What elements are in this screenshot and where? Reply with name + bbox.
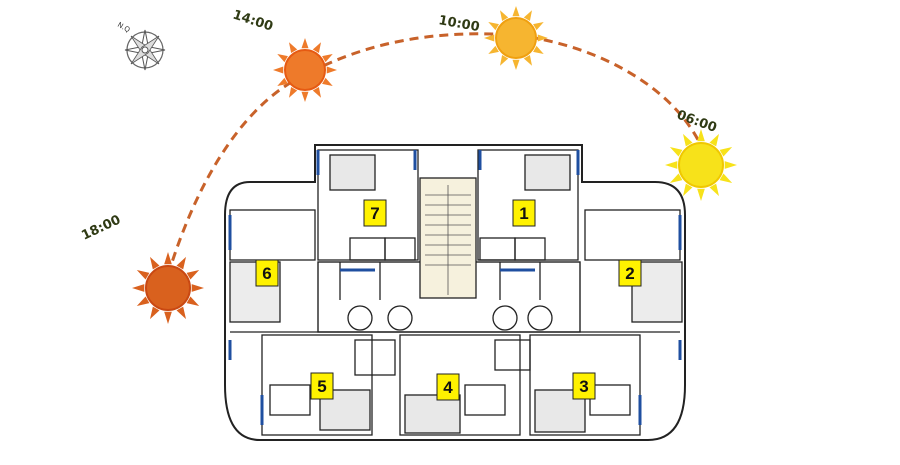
unit-label-7: 7 xyxy=(363,199,387,227)
sun-disc xyxy=(495,17,537,59)
sun-ray xyxy=(669,147,683,157)
sun-ray xyxy=(176,306,186,320)
time-label-10-00: 10:00 xyxy=(437,13,480,35)
sun-ray xyxy=(512,6,520,17)
sun-ray xyxy=(289,87,298,98)
sun-ray xyxy=(719,173,733,183)
sun-ray xyxy=(186,296,200,306)
sun-ray xyxy=(326,66,337,74)
sun-ray xyxy=(724,161,737,169)
sun-ray xyxy=(136,270,150,280)
sun-ray xyxy=(273,66,284,74)
unit-label-2: 2 xyxy=(618,259,642,287)
sun-ray xyxy=(709,133,719,147)
compass-label: N.Q xyxy=(116,21,132,35)
sun-ray xyxy=(312,87,321,98)
sun-ray xyxy=(322,54,333,63)
svg-text:7: 7 xyxy=(370,204,379,223)
svg-text:6: 6 xyxy=(262,264,271,283)
sun-ray xyxy=(322,77,333,86)
sun-ray xyxy=(697,129,705,142)
sun-ray xyxy=(277,54,288,63)
sun-ray xyxy=(132,284,145,292)
sun-ray xyxy=(136,296,150,306)
sun-ray xyxy=(500,55,509,66)
sun-ray xyxy=(186,270,200,280)
svg-text:2: 2 xyxy=(625,264,634,283)
svg-text:5: 5 xyxy=(317,377,326,396)
sun-ray xyxy=(301,38,309,49)
sun-ray xyxy=(488,45,499,54)
sun-ray xyxy=(191,284,204,292)
sun-ray xyxy=(301,91,309,102)
sun-ray xyxy=(665,161,678,169)
unit-label-5: 5 xyxy=(310,372,334,400)
time-label-06-00: 06:00 xyxy=(675,108,719,136)
compass-rose-icon: N.Q xyxy=(116,21,166,71)
sun-ray xyxy=(669,173,683,183)
svg-text:1: 1 xyxy=(519,204,528,223)
unit-labels: 1 2 3 4 5 6 7 xyxy=(255,199,642,401)
sun-ray xyxy=(277,77,288,86)
sun-ray xyxy=(683,183,693,197)
sun-ray xyxy=(176,256,186,270)
sun-ray xyxy=(719,147,733,157)
sun-ray xyxy=(537,34,548,42)
svg-text:3: 3 xyxy=(579,377,588,396)
unit-label-3: 3 xyxy=(572,372,596,400)
sun-disc xyxy=(678,142,724,188)
sun-ray xyxy=(523,55,532,66)
svg-text:4: 4 xyxy=(443,378,453,397)
time-label-14-00: 14:00 xyxy=(231,8,275,35)
sun-ray xyxy=(523,10,532,21)
sun-ray xyxy=(512,59,520,70)
sun-06-00-icon xyxy=(665,129,737,201)
sun-ray xyxy=(683,133,693,147)
sun-ray xyxy=(484,34,495,42)
sun-ray xyxy=(150,306,160,320)
sun-10-00-icon xyxy=(484,6,548,70)
sun-ray xyxy=(312,42,321,53)
sun-ray xyxy=(289,42,298,53)
sun-disc xyxy=(284,49,326,91)
sun-ray xyxy=(164,311,172,324)
sun-ray xyxy=(533,45,544,54)
sun-18-00-icon xyxy=(132,252,204,324)
sun-disc xyxy=(145,265,191,311)
sun-ray xyxy=(709,183,719,197)
sun-ray xyxy=(488,22,499,31)
unit-label-4: 4 xyxy=(436,373,460,401)
sun-ray xyxy=(533,22,544,31)
sun-ray xyxy=(150,256,160,270)
unit-label-1: 1 xyxy=(512,199,536,227)
sun-14-00-icon xyxy=(273,38,337,102)
time-label-18-00: 18:00 xyxy=(79,213,123,244)
sun-path-arc xyxy=(166,32,707,276)
windows xyxy=(228,150,682,425)
sun-ray xyxy=(500,10,509,21)
unit-label-6: 6 xyxy=(255,259,279,287)
sun-ray xyxy=(164,252,172,265)
sun-ray xyxy=(697,188,705,201)
